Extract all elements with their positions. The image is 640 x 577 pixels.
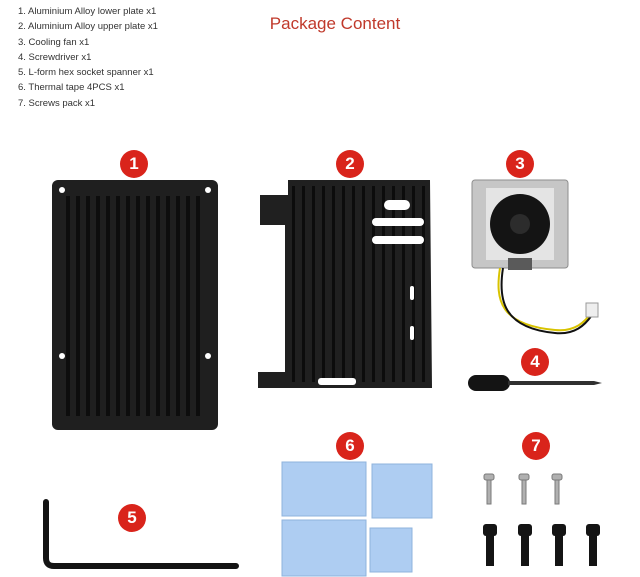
list-item: 4. Screwdriver x1 bbox=[18, 51, 92, 63]
upper-plate-image bbox=[258, 180, 432, 388]
package-content-list: 1. Aluminium Alloy lower plate x1 2. Alu… bbox=[18, 4, 158, 111]
list-item: 7. Screws pack x1 bbox=[18, 97, 96, 109]
list-item: 2. Aluminium Alloy upper plate x1 bbox=[18, 21, 158, 33]
item-number-badge: 6 bbox=[336, 432, 364, 460]
list-item: 5. L-form hex socket spanner x1 bbox=[18, 67, 154, 79]
screws-pack-image bbox=[483, 473, 600, 566]
item-number-badge: 7 bbox=[522, 432, 550, 460]
list-item: 6. Thermal tape 4PCS x1 bbox=[18, 82, 125, 94]
list-item: 3. Cooling fan x1 bbox=[18, 36, 90, 48]
item-number-badge: 5 bbox=[118, 504, 146, 532]
item-number-badge: 2 bbox=[336, 150, 364, 178]
lower-plate-image bbox=[52, 180, 218, 430]
list-item: 1. Aluminium Alloy lower plate x1 bbox=[18, 6, 157, 17]
screwdriver-image bbox=[468, 375, 602, 391]
item-number-badge: 3 bbox=[506, 150, 534, 178]
item-number-badge: 1 bbox=[120, 150, 148, 178]
thermal-tape-image bbox=[281, 461, 433, 577]
hex-spanner-image bbox=[43, 499, 239, 569]
cooling-fan-image bbox=[471, 179, 599, 335]
page-title: Package Content bbox=[269, 14, 401, 33]
item-number-badge: 4 bbox=[521, 348, 549, 376]
